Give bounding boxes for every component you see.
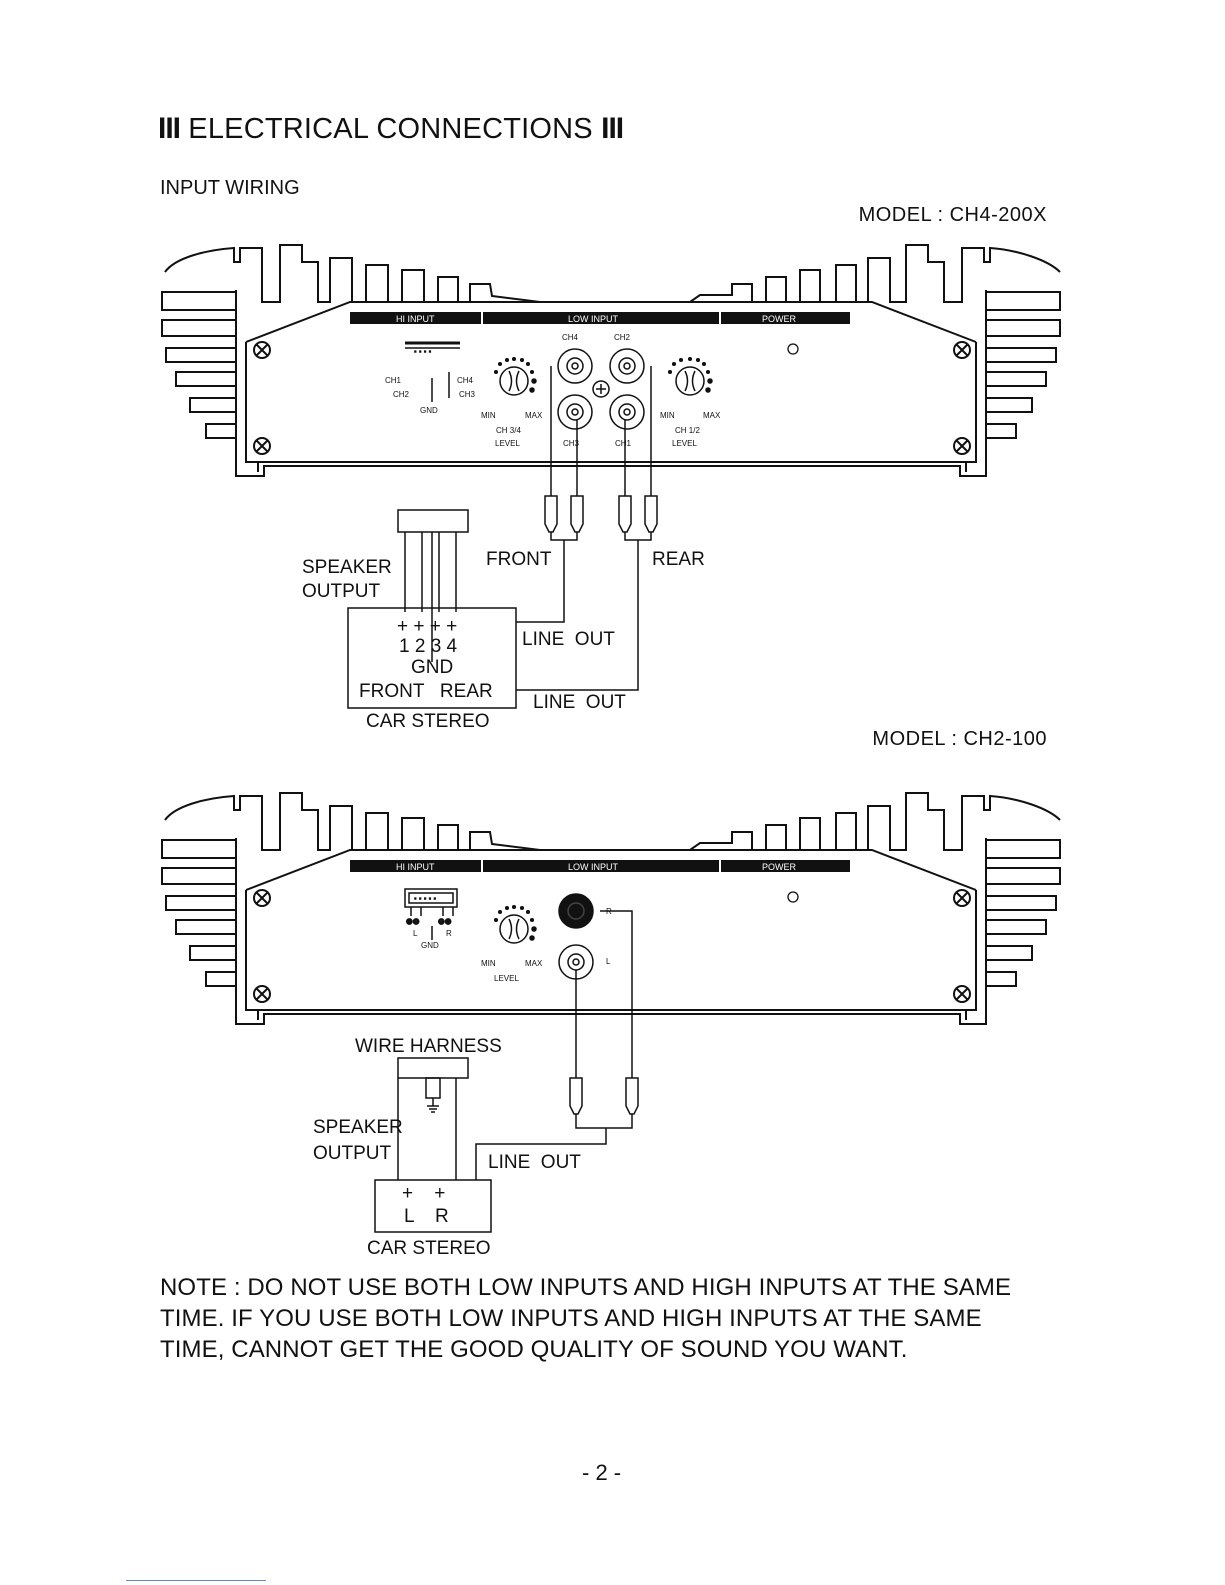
note-line-2: TIME. IF YOU USE BOTH LOW INPUTS AND HIG… bbox=[160, 1305, 982, 1332]
svg-text:⊖⊕: ⊖⊕ bbox=[438, 917, 451, 926]
svg-text:⊕⊖: ⊕⊖ bbox=[406, 917, 419, 926]
ch2-label: CH2 bbox=[614, 333, 631, 342]
hi-ch1-label: CH1 bbox=[385, 376, 402, 385]
rca-jacks-ch4-200x bbox=[557, 348, 645, 430]
note-line-3: TIME, CANNOT GET THE GOOD QUALITY OF SOU… bbox=[160, 1336, 908, 1363]
rca-l-label: L bbox=[606, 957, 611, 966]
low-input-label-2: LOW INPUT bbox=[568, 862, 619, 872]
level-label-2: LEVEL bbox=[494, 974, 519, 983]
panel-label-bar bbox=[350, 312, 850, 324]
section-subtitle: INPUT WIRING bbox=[160, 177, 300, 199]
hi-input-label: HI INPUT bbox=[396, 314, 435, 324]
note-line-1: NOTE : DO NOT USE BOTH LOW INPUTS AND HI… bbox=[160, 1274, 1012, 1301]
front-rear-label: FRONT REAR bbox=[359, 681, 493, 702]
hi-ch3-label: CH3 bbox=[459, 390, 476, 399]
output-label-1: OUTPUT bbox=[302, 581, 381, 602]
footer-line bbox=[126, 1580, 266, 1581]
hi-input-label-2: HI INPUT bbox=[396, 862, 435, 872]
output-label-2: OUTPUT bbox=[313, 1143, 392, 1164]
speaker-label-1: SPEAKER bbox=[302, 557, 392, 578]
hi-l-label: L bbox=[413, 929, 418, 938]
panel-label-bar-2 bbox=[350, 860, 850, 872]
hi-input-connector: · · · · bbox=[405, 341, 460, 402]
car-stereo-label-1: CAR STEREO bbox=[366, 711, 490, 732]
note-paragraph: NOTE : DO NOT USE BOTH LOW INPUTS AND HI… bbox=[160, 1272, 1050, 1365]
power-led bbox=[787, 343, 799, 355]
rear-label: REAR bbox=[652, 549, 705, 570]
hi-r-label: R bbox=[446, 929, 452, 938]
page-number: - 2 - bbox=[582, 1460, 622, 1485]
model-label-1: MODEL : CH4-200X bbox=[858, 204, 1047, 226]
power-label: POWER bbox=[762, 314, 797, 324]
max-label-b: MAX bbox=[703, 411, 721, 420]
level-knob-2 bbox=[493, 904, 537, 944]
min-label-b: MIN bbox=[660, 411, 675, 420]
max-label-a: MAX bbox=[525, 411, 543, 420]
rca-jacks-ch2-100 bbox=[558, 893, 594, 980]
hi-input-connector-2: · · · · · ⊕⊖ ⊖⊕ bbox=[404, 888, 458, 940]
page-title: III ELECTRICAL CONNECTIONS III bbox=[158, 112, 624, 145]
speaker-label-2: SPEAKER bbox=[313, 1117, 403, 1138]
low-input-label: LOW INPUT bbox=[568, 314, 619, 324]
hi-gnd-label: GND bbox=[420, 406, 438, 415]
line-out-label-3: LINE OUT bbox=[488, 1152, 581, 1173]
wiring-ch4-200x bbox=[347, 366, 658, 709]
wiring-ch2-100 bbox=[374, 910, 639, 1233]
level-name-a: CH 3/4 bbox=[496, 426, 521, 435]
lr-label: L R bbox=[404, 1206, 449, 1227]
level-label-a: LEVEL bbox=[495, 439, 520, 448]
hi-gnd-label-2: GND bbox=[421, 941, 439, 950]
terminal-numbers: 1 2 3 4 bbox=[399, 636, 458, 657]
title-bars-left: III bbox=[158, 112, 181, 145]
min-label-2: MIN bbox=[481, 959, 496, 968]
model-label-2: MODEL : CH2-100 bbox=[872, 728, 1047, 750]
gnd-label-1: GND bbox=[411, 657, 453, 678]
title-text: ELECTRICAL CONNECTIONS bbox=[188, 113, 593, 145]
level-label-b: LEVEL bbox=[672, 439, 697, 448]
line-out-label-2: LINE OUT bbox=[533, 692, 626, 713]
svg-text:· · · ·: · · · · bbox=[414, 347, 431, 356]
min-label-a: MIN bbox=[481, 411, 496, 420]
amplifier-ch2-100: HI INPUT LOW INPUT POWER · · · · · ⊕⊖ ⊖⊕… bbox=[161, 792, 1061, 1025]
ch4-label: CH4 bbox=[562, 333, 579, 342]
car-stereo-label-2: CAR STEREO bbox=[367, 1238, 491, 1259]
svg-text:· · · · ·: · · · · · bbox=[414, 894, 436, 903]
hi-ch4-label: CH4 bbox=[457, 376, 474, 385]
line-out-label-1: LINE OUT bbox=[522, 629, 615, 650]
level-name-b: CH 1/2 bbox=[675, 426, 700, 435]
plus-signs-2: + + bbox=[402, 1183, 445, 1204]
level-knob-ch34 bbox=[493, 356, 537, 396]
ch1-label: CH1 bbox=[615, 439, 632, 448]
wire-harness-label: WIRE HARNESS bbox=[355, 1036, 502, 1057]
max-label-2: MAX bbox=[525, 959, 543, 968]
amplifier-ch4-200x: HI INPUT LOW INPUT POWER · · · · CH1 CH4… bbox=[161, 244, 1061, 477]
power-label-2: POWER bbox=[762, 862, 797, 872]
level-knob-ch12 bbox=[667, 356, 713, 396]
hi-ch2-label: CH2 bbox=[393, 390, 410, 399]
title-bars-right: III bbox=[601, 112, 624, 145]
power-led-2 bbox=[787, 891, 799, 903]
plus-signs-1: + + + + bbox=[397, 616, 457, 637]
ch3-label: CH3 bbox=[563, 439, 580, 448]
front-label: FRONT bbox=[486, 549, 552, 570]
